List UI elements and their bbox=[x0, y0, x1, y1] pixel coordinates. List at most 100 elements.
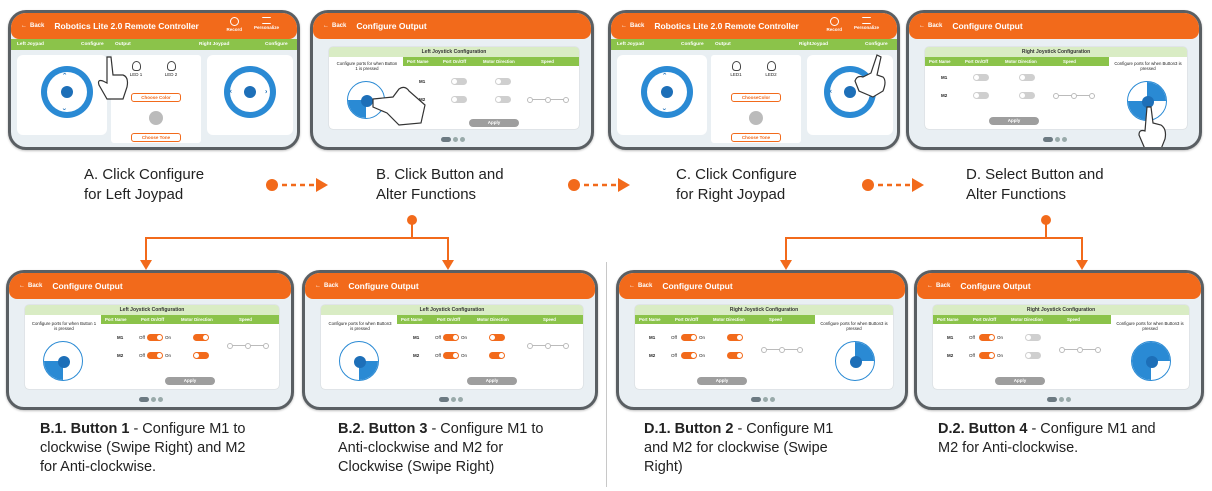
right-joystick-knob[interactable] bbox=[244, 86, 256, 98]
page-dots bbox=[1047, 397, 1071, 402]
m2-onoff-toggle[interactable] bbox=[973, 92, 989, 99]
m1-direction-toggle[interactable] bbox=[1019, 74, 1035, 81]
back-button[interactable]: ← Back bbox=[19, 283, 43, 289]
quad-button[interactable] bbox=[1128, 101, 1147, 120]
choose-tone-button[interactable]: Choose Tone bbox=[731, 133, 781, 142]
screen-d2-config: ← Back Configure Output Right Joystick C… bbox=[914, 270, 1204, 410]
led2[interactable]: LED 2 bbox=[161, 61, 181, 77]
speed-slider[interactable] bbox=[761, 346, 803, 355]
record-button[interactable]: Record bbox=[226, 17, 242, 32]
top-bar: ← Back Configure Output bbox=[909, 13, 1199, 39]
m1-label: M1 bbox=[649, 335, 656, 340]
m2-onoff-toggle[interactable] bbox=[979, 352, 995, 359]
m2-direction-toggle[interactable] bbox=[489, 352, 505, 359]
col-direction: Motor Direction bbox=[181, 317, 213, 322]
configure-right-button[interactable]: Configure bbox=[265, 42, 288, 47]
m2-direction-toggle[interactable] bbox=[495, 96, 511, 103]
back-button[interactable]: ← Back bbox=[21, 23, 45, 29]
m1-direction-toggle[interactable] bbox=[727, 334, 743, 341]
m1-label: M1 bbox=[941, 75, 948, 80]
left-joystick-knob[interactable] bbox=[661, 86, 673, 98]
configure-right-button[interactable]: Configure bbox=[865, 42, 888, 47]
quad-joystick[interactable] bbox=[1131, 341, 1171, 381]
m2-direction-toggle[interactable] bbox=[727, 352, 743, 359]
right-joystick-knob[interactable] bbox=[844, 86, 856, 98]
configure-left-button[interactable]: Configure bbox=[681, 42, 704, 47]
speed-slider[interactable] bbox=[527, 342, 569, 351]
back-button[interactable]: ← Back bbox=[919, 23, 943, 29]
apply-button[interactable]: Apply bbox=[697, 377, 747, 385]
apply-button[interactable]: Apply bbox=[989, 117, 1039, 125]
back-button[interactable]: ← Back bbox=[315, 283, 339, 289]
left-joystick-knob[interactable] bbox=[61, 86, 73, 98]
record-button[interactable]: Record bbox=[826, 17, 842, 32]
quad-button-2[interactable] bbox=[855, 342, 874, 361]
back-label: Back bbox=[28, 283, 43, 289]
bulb-icon bbox=[731, 61, 741, 71]
output-label: Output bbox=[715, 42, 731, 47]
right-joypad-label: RightJoypad bbox=[799, 42, 829, 47]
speed-slider[interactable] bbox=[527, 96, 569, 105]
m1-direction-toggle[interactable] bbox=[489, 334, 505, 341]
back-button[interactable]: ← Back bbox=[621, 23, 645, 29]
screen-title: Configure Output bbox=[952, 21, 1023, 31]
m2-onoff-toggle[interactable] bbox=[443, 352, 459, 359]
led2[interactable]: LED2 bbox=[761, 61, 781, 77]
led1[interactable]: LED1 bbox=[726, 61, 746, 77]
apply-button[interactable]: Apply bbox=[467, 377, 517, 385]
on-label: On bbox=[997, 335, 1004, 340]
quad-joystick[interactable] bbox=[339, 341, 379, 381]
quad-joystick[interactable] bbox=[835, 341, 875, 381]
apply-button[interactable]: Apply bbox=[995, 377, 1045, 385]
back-button[interactable]: ← Back bbox=[629, 283, 653, 289]
choose-color-button[interactable]: Choose Color bbox=[131, 93, 181, 102]
m1-onoff-toggle[interactable] bbox=[681, 334, 697, 341]
m2-direction-toggle[interactable] bbox=[1019, 92, 1035, 99]
choose-tone-button[interactable]: Choose Tone bbox=[131, 133, 181, 142]
speed-slider[interactable] bbox=[227, 342, 269, 351]
m2-onoff-toggle[interactable] bbox=[681, 352, 697, 359]
speed-slider[interactable] bbox=[1053, 92, 1095, 101]
apply-button[interactable]: Apply bbox=[469, 119, 519, 127]
col-direction: Motor Direction bbox=[1011, 317, 1043, 322]
m2-onoff-toggle[interactable] bbox=[451, 96, 467, 103]
m1-onoff-toggle[interactable] bbox=[451, 78, 467, 85]
quad-joystick[interactable] bbox=[1127, 81, 1167, 121]
m2-direction-toggle[interactable] bbox=[1025, 352, 1041, 359]
quad-joystick[interactable] bbox=[43, 341, 83, 381]
col-port: Port Name bbox=[929, 59, 951, 64]
quad-button-4-lower[interactable] bbox=[1132, 361, 1151, 380]
m1-direction-toggle[interactable] bbox=[193, 334, 209, 341]
quad-button-1[interactable] bbox=[44, 361, 63, 380]
config-header: Port Name Port On/Off Motor Direction Sp… bbox=[635, 315, 815, 324]
m1-onoff-toggle[interactable] bbox=[979, 334, 995, 341]
quad-button[interactable] bbox=[1147, 82, 1166, 101]
m1-onoff-toggle[interactable] bbox=[147, 334, 163, 341]
speed-slider[interactable] bbox=[1059, 346, 1101, 355]
configure-left-button[interactable]: Configure bbox=[81, 42, 104, 47]
apply-button[interactable]: Apply bbox=[165, 377, 215, 385]
button-caption: Configure ports for when Button3 is pres… bbox=[1116, 321, 1184, 332]
top-bar: ← Back Configure Output bbox=[305, 273, 595, 299]
m2-direction-toggle[interactable] bbox=[193, 352, 209, 359]
m1-direction-toggle[interactable] bbox=[495, 78, 511, 85]
back-button[interactable]: ← Back bbox=[323, 23, 347, 29]
m2-onoff-toggle[interactable] bbox=[147, 352, 163, 359]
joystick-center bbox=[1146, 356, 1158, 368]
m1-onoff-toggle[interactable] bbox=[443, 334, 459, 341]
quad-button-4[interactable] bbox=[1132, 342, 1170, 361]
back-button[interactable]: ← Back bbox=[927, 283, 951, 289]
back-label: Back bbox=[936, 283, 951, 289]
on-label: On bbox=[165, 335, 172, 340]
pointing-hand-icon bbox=[1138, 106, 1167, 147]
back-label: Back bbox=[332, 23, 347, 29]
m1-direction-toggle[interactable] bbox=[1025, 334, 1041, 341]
m1-onoff-toggle[interactable] bbox=[973, 74, 989, 81]
col-onoff: Port On/Off bbox=[675, 317, 699, 322]
bulb-icon bbox=[166, 61, 176, 71]
choose-color-button[interactable]: ChooseColor bbox=[731, 93, 781, 102]
personalize-button[interactable]: Personalize bbox=[854, 17, 879, 32]
personalize-button[interactable]: Personalize bbox=[254, 17, 279, 32]
led1[interactable]: LED 1 bbox=[126, 61, 146, 77]
